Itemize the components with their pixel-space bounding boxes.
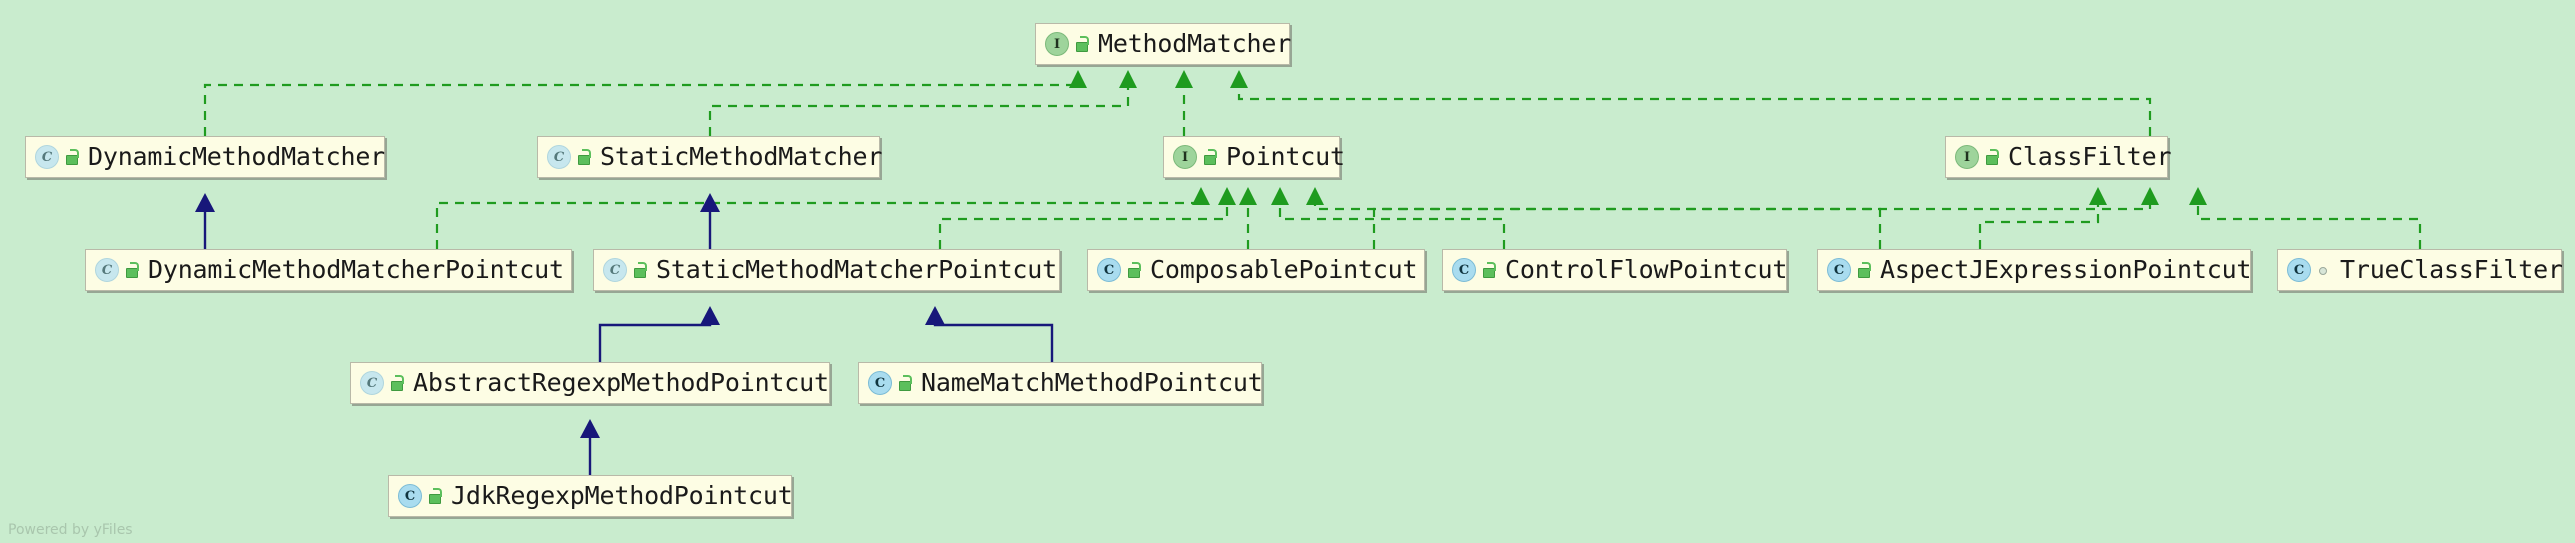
edge-namematchmethodpointcut-staticmethodmatcherpointcut (933, 309, 1054, 362)
class-node-pointcut[interactable]: I Pointcut (1163, 136, 1345, 178)
class-node-dynamicmethodmatcherpointcut[interactable]: C DynamicMethodMatcherPointcut (85, 249, 572, 291)
package-dot-icon (2316, 262, 2331, 278)
unlocked-padlock-icon (1984, 149, 1999, 165)
class-node-trueclassfilter[interactable]: C TrueClassFilter (2277, 249, 2563, 291)
interface-badge-icon: I (1045, 32, 1069, 56)
class-node-aspectjexpressionpointcut[interactable]: C AspectJExpressionPointcut (1817, 249, 2251, 291)
abstract-class-badge-icon: C (35, 145, 59, 169)
edge-trueclassfilter-classfilter (2196, 190, 2422, 249)
unlocked-padlock-icon (427, 488, 442, 504)
node-label: DynamicMethodMatcher (88, 142, 386, 171)
class-node-abstractregexpmethodpointcut[interactable]: C AbstractRegexpMethodPointcut (350, 362, 830, 404)
class-badge-icon: C (1827, 258, 1851, 282)
class-node-jdkregexpmethodpointcut[interactable]: C JdkRegexpMethodPointcut (388, 475, 793, 517)
unlocked-padlock-icon (897, 375, 912, 391)
node-label: ControlFlowPointcut (1505, 255, 1788, 284)
unlocked-padlock-icon (389, 375, 404, 391)
edge-controlflowpointcut-pointcut (1278, 190, 1506, 249)
node-label: DynamicMethodMatcherPointcut (148, 255, 564, 284)
class-badge-icon: C (1452, 258, 1476, 282)
class-node-methodmatcher[interactable]: I MethodMatcher (1035, 23, 1292, 65)
class-badge-icon: C (2287, 258, 2311, 282)
interface-badge-icon: I (1173, 145, 1197, 169)
class-node-dynamicmethodmatcher[interactable]: C DynamicMethodMatcher (25, 136, 385, 178)
edge-staticmethodmatcher-methodmatcher (708, 73, 1130, 136)
edge-aspectjexpressionpointcut-pointcut (1313, 190, 1882, 249)
edge-aspectjexpressionpointcut-classfilter (1978, 190, 2100, 249)
class-node-namematchmethodpointcut[interactable]: C NameMatchMethodPointcut (858, 362, 1263, 404)
node-label: AspectJExpressionPointcut (1880, 255, 2252, 284)
class-badge-icon: C (1097, 258, 1121, 282)
class-badge-icon: C (398, 484, 422, 508)
edge-staticmethodmatcherpointcut-pointcut (938, 190, 1229, 249)
unlocked-padlock-icon (576, 149, 591, 165)
edge-abstractregexpmethodpointcut-staticmethodmatcherpointcut (598, 309, 712, 362)
node-label: MethodMatcher (1098, 29, 1292, 58)
node-label: JdkRegexpMethodPointcut (451, 481, 793, 510)
unlocked-padlock-icon (1481, 262, 1496, 278)
abstract-class-badge-icon: C (95, 258, 119, 282)
inheritance-edges (203, 196, 1054, 475)
unlocked-padlock-icon (1856, 262, 1871, 278)
unlocked-padlock-icon (124, 262, 139, 278)
edge-dynamicmethodmatcherpointcut-pointcut (435, 190, 1203, 249)
abstract-class-badge-icon: C (547, 145, 571, 169)
class-node-staticmethodmatcherpointcut[interactable]: C StaticMethodMatcherPointcut (593, 249, 1060, 291)
class-node-controlflowpointcut[interactable]: C ControlFlowPointcut (1442, 249, 1787, 291)
class-badge-icon: C (868, 371, 892, 395)
class-node-staticmethodmatcher[interactable]: C StaticMethodMatcher (537, 136, 883, 178)
unlocked-padlock-icon (1126, 262, 1141, 278)
node-label: Pointcut (1226, 142, 1345, 171)
abstract-class-badge-icon: C (603, 258, 627, 282)
node-label: ComposablePointcut (1150, 255, 1418, 284)
node-label: NameMatchMethodPointcut (921, 368, 1263, 397)
yfiles-watermark: Powered by yFiles (8, 522, 133, 538)
node-label: TrueClassFilter (2340, 255, 2563, 284)
node-label: ClassFilter (2008, 142, 2172, 171)
abstract-class-badge-icon: C (360, 371, 384, 395)
edge-composablepointcut-classfilter (1372, 190, 2152, 249)
unlocked-padlock-icon (632, 262, 647, 278)
class-node-composablepointcut[interactable]: C ComposablePointcut (1087, 249, 1425, 291)
unlocked-padlock-icon (1074, 36, 1089, 52)
interface-badge-icon: I (1955, 145, 1979, 169)
edge-dynamicmethodmatcher-methodmatcher (203, 73, 1080, 136)
unlocked-padlock-icon (64, 149, 79, 165)
node-label: AbstractRegexpMethodPointcut (413, 368, 829, 397)
node-label: StaticMethodMatcher (600, 142, 883, 171)
class-node-classfilter[interactable]: I ClassFilter (1945, 136, 2172, 178)
edge-classfilter-methodmatcher (1237, 73, 2152, 136)
unlocked-padlock-icon (1202, 149, 1217, 165)
node-label: StaticMethodMatcherPointcut (656, 255, 1057, 284)
